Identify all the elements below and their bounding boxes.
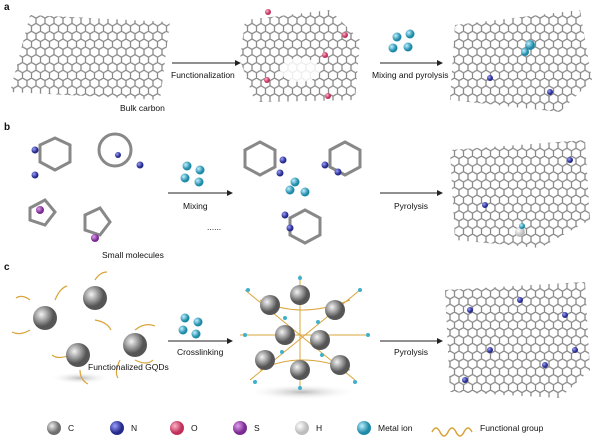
panel-b-letter: b [4,122,11,133]
mixed-molecules [243,140,362,245]
crosslinking-label: Crosslinking [177,347,224,357]
mixing-pyrolysis-label: Mixing and pyrolysis [372,70,449,80]
metal-ions-a [388,29,415,53]
mixing-label: Mixing [183,201,208,211]
single-atom-carbon-a [450,10,592,112]
functionalization-label: Functionalization [171,70,235,80]
pyrolysis-label-c: Pyrolysis [394,347,429,357]
single-atom-carbon-c [445,282,590,398]
small-molecules [28,132,144,242]
functionalized-carbon [240,9,360,102]
pyrolysis-label-b: Pyrolysis [394,201,429,211]
panel-a-letter: a [4,2,10,13]
functionalized-gqds [11,271,156,385]
bulk-carbon-sheet [10,15,170,100]
legend-label-metal-ion: Metal ion [378,423,413,433]
functionalized-gqds-label: Functionalized GQDs [88,362,169,372]
legend-label-n: N [131,423,138,433]
legend-label-o: O [191,423,198,433]
panel-c-letter: c [4,262,10,273]
legend-label-s: S [254,423,260,433]
legend-label-h: H [316,423,323,433]
small-molecules-label: Small molecules [102,250,164,260]
metal-ions-b [180,161,205,187]
legend-label-functional-group: Functional group [480,423,544,433]
bulk-carbon-label: Bulk carbon [120,103,165,113]
legend-label-c: C [68,423,75,433]
single-atom-carbon-b [450,140,590,248]
ellipsis-label: ...... [207,222,222,232]
metal-ions-c [178,313,203,339]
crosslinked-network [240,275,370,400]
legend-swatches [47,421,473,437]
